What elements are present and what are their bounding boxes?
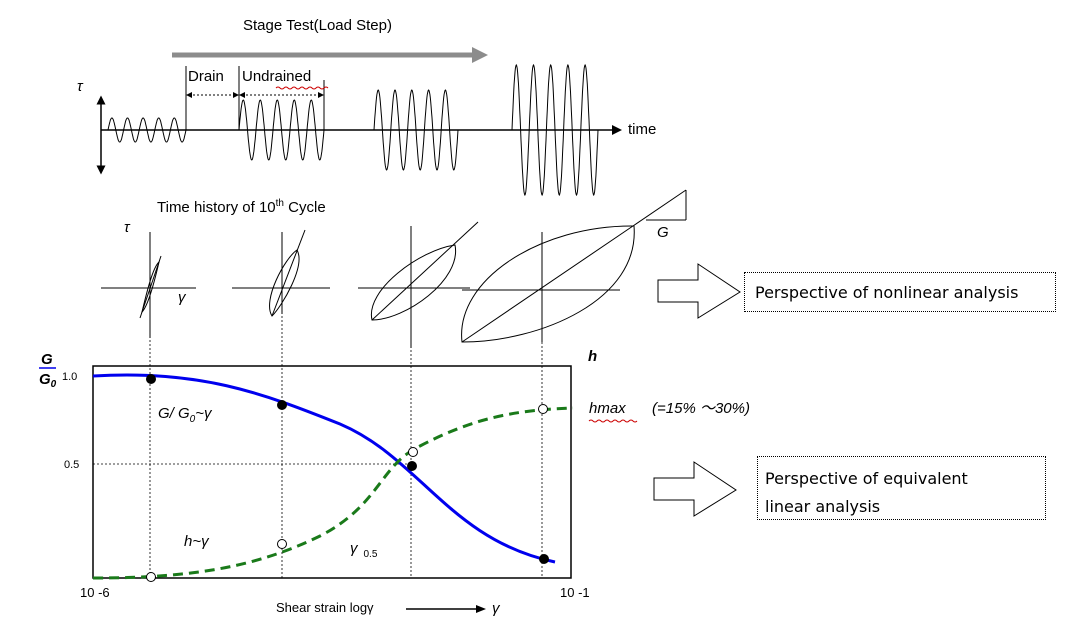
undrained-underline <box>275 86 329 90</box>
hysteresis-loop-3 <box>358 221 479 348</box>
hysteresis-loop-1 <box>101 232 196 338</box>
drain-label: Drain <box>188 68 224 85</box>
stage-test-title: Stage Test(Load Step) <box>243 17 392 34</box>
curve-plot-frame <box>92 365 572 579</box>
hmax-label: hmax <box>589 400 626 417</box>
stiffness-g-label: G <box>657 224 669 241</box>
history-title: Time history of 10th Cycle <box>157 198 326 216</box>
g-ratio-curve <box>92 373 556 564</box>
load-step-wave-2 <box>238 99 325 161</box>
hmax-note: (=15% ～30%) <box>652 400 750 417</box>
hysteresis-loop-2 <box>232 229 330 317</box>
x-min-label: 10 -6 <box>80 585 110 600</box>
x-max-label: 10 -1 <box>560 585 590 600</box>
vertical-guide-lines <box>149 316 543 578</box>
nonlinear-perspective-box: Perspective of nonlinear analysis <box>744 272 1056 312</box>
hysteresis-loop-4 <box>461 189 687 343</box>
ratio-denominator: G0 <box>39 371 57 390</box>
h-axis-label: h <box>588 348 597 365</box>
tau-label: τ <box>77 78 84 95</box>
h-curve-annotation: h~γ <box>184 533 210 550</box>
equivalent-line-2: linear analysis <box>765 497 881 516</box>
equivalent-perspective-box: Perspective of equivalent linear analysi… <box>757 456 1046 520</box>
y-tick-1: 1.0 <box>62 371 77 383</box>
y-tick-05: 0.5 <box>64 459 79 471</box>
equivalent-line-1: Perspective of equivalent <box>765 469 968 488</box>
loop-gamma-label: γ <box>178 289 187 306</box>
time-label: time <box>628 121 656 138</box>
x-axis-arrow <box>406 605 486 613</box>
x-axis-symbol: γ <box>492 600 501 617</box>
load-step-wave-3 <box>373 89 459 171</box>
loop-tau-label: τ <box>124 219 131 236</box>
nonlinear-arrow <box>657 263 741 319</box>
load-step-waves <box>107 63 599 197</box>
hmax-underline <box>588 419 638 423</box>
damping-points <box>146 404 548 582</box>
damping-curve <box>92 406 574 580</box>
ratio-numerator: G <box>41 351 53 368</box>
nonlinear-perspective-text: Perspective of nonlinear analysis <box>755 283 1019 302</box>
undrained-label: Undrained <box>242 68 311 85</box>
load-step-arrow <box>172 47 488 63</box>
load-step-wave-4 <box>511 63 599 197</box>
x-axis-label: Shear strain logγ <box>276 600 374 615</box>
g-ratio-points <box>146 374 549 564</box>
equivalent-arrow <box>653 461 737 517</box>
load-step-wave-1 <box>107 117 187 143</box>
g-curve-annotation: G/ G0~γ <box>158 405 213 425</box>
